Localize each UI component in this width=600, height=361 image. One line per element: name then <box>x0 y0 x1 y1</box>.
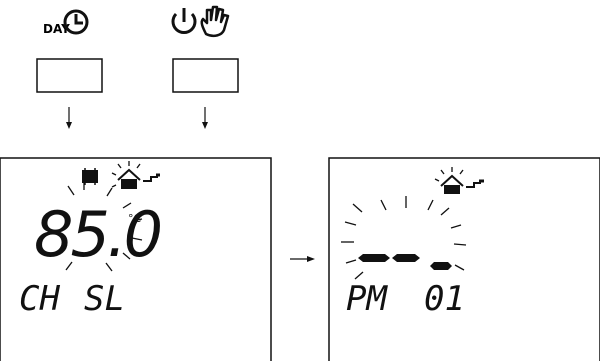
display-left-mode: CH <box>19 279 60 319</box>
down-arrow-icon <box>202 107 208 129</box>
house-tap-icon <box>111 161 160 189</box>
down-arrow-icon <box>66 107 72 129</box>
day-clock-button[interactable] <box>36 58 103 93</box>
display-left <box>0 157 272 361</box>
power-manual-button[interactable] <box>172 58 239 93</box>
dashes-display <box>358 254 452 270</box>
display-right-value: 01 <box>424 279 465 319</box>
right-arrow-icon <box>290 256 315 262</box>
radiator-icon <box>82 168 98 185</box>
day-clock-icon: DAY <box>43 9 89 36</box>
temperature-value: 85.0 <box>34 198 161 271</box>
power-hand-icon <box>171 5 230 38</box>
display-left-submode: SL <box>84 279 125 319</box>
house-tap-icon <box>434 167 484 194</box>
blink-rays <box>341 196 467 280</box>
display-right-mode: PM <box>346 279 388 319</box>
blink-rays <box>65 180 143 272</box>
temperature-unit: °C <box>128 212 142 225</box>
day-icon-label: DAY <box>43 22 70 36</box>
